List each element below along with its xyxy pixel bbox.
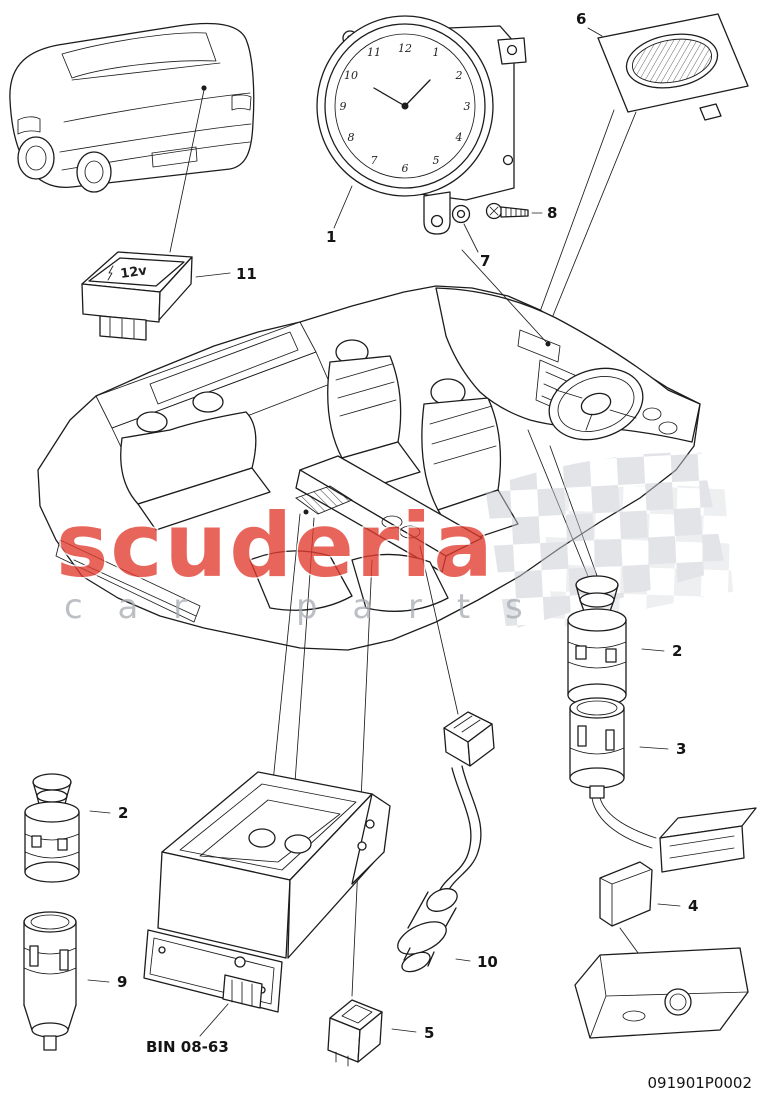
socket-face-label: 12v (119, 263, 148, 282)
lighter-assembly-left (24, 773, 80, 883)
clock-numeral-3: 3 (464, 100, 471, 113)
callout-screw: 8 (531, 204, 557, 222)
lighter-socket-left (23, 911, 77, 1051)
callout-number-5: 5 (424, 1024, 434, 1042)
callout-number-10: 10 (477, 953, 498, 971)
bin-label: BIN 08-63 (146, 1038, 229, 1056)
clock-numeral-4: 4 (455, 131, 463, 144)
wiring-connector (599, 807, 757, 1001)
callout-number-11: 11 (236, 265, 257, 283)
callout-number-2-right: 2 (672, 642, 682, 660)
clock-numeral-7: 7 (371, 154, 378, 167)
callout-cover: 11 (195, 265, 257, 283)
clock-numeral-12: 12 (398, 42, 412, 55)
callout-plug: 10 (455, 953, 498, 971)
console-bracket (574, 947, 749, 1039)
callout-switch: 5 (391, 1024, 434, 1042)
diagram-code: 091901P0002 (648, 1074, 752, 1092)
callout-number-8: 8 (547, 204, 557, 222)
clock-numeral-5: 5 (433, 154, 440, 167)
callout-number-7: 7 (480, 252, 490, 270)
callout-lighter-right: 2 (641, 642, 682, 660)
clock-numeral-9: 9 (340, 100, 347, 113)
callout-number-4: 4 (688, 897, 698, 915)
clock-minute-hand (404, 79, 431, 107)
plug-socket (397, 711, 495, 973)
washer (451, 204, 471, 224)
clock-numeral-10: 10 (344, 69, 358, 82)
callout-washer: 7 (463, 223, 490, 270)
clock-numeral-1: 1 (433, 46, 440, 59)
clock-face: 12 1 2 3 4 5 6 7 8 9 10 11 (340, 42, 471, 175)
watermark-title: scuderia (56, 494, 495, 597)
watermark-subtitle-right: p a r t s (296, 587, 535, 627)
callout-clock: 1 (326, 185, 353, 246)
callout-socket-right: 3 (639, 740, 686, 758)
callout-number-2-left: 2 (118, 804, 128, 822)
callout-number-6: 6 (576, 10, 586, 28)
clock-hour-hand (373, 87, 406, 107)
clock-numeral-8: 8 (348, 131, 355, 144)
watermark: scuderia c a r p a r t s (55, 452, 733, 632)
screw (485, 202, 529, 220)
callout-number-3: 3 (676, 740, 686, 758)
lighter-socket-right (569, 697, 657, 849)
callout-number-1: 1 (326, 228, 336, 246)
power-icon (107, 265, 114, 281)
callout-grille: 6 (576, 10, 603, 37)
callout-connector: 4 (657, 897, 698, 915)
callout-lighter-left: 2 (89, 804, 128, 822)
clock-numeral-6: 6 (402, 162, 409, 175)
watermark-subtitle-left: c a r (64, 587, 199, 627)
switch (327, 999, 383, 1067)
power-outlet-cover: 12v (81, 251, 193, 341)
callout-socket-left: 9 (87, 973, 127, 991)
clock-numeral-2: 2 (455, 69, 463, 82)
leader-lines (271, 249, 601, 997)
clock-numeral-11: 11 (367, 46, 381, 59)
callouts: 1 2 3 4 5 6 7 8 (87, 10, 698, 1042)
bin-assembly: BIN 08-63 (143, 771, 391, 1056)
clock-assembly: 12 1 2 3 4 5 6 7 8 9 10 11 (316, 15, 527, 235)
car-rear-view (9, 22, 255, 253)
callout-number-9: 9 (117, 973, 127, 991)
